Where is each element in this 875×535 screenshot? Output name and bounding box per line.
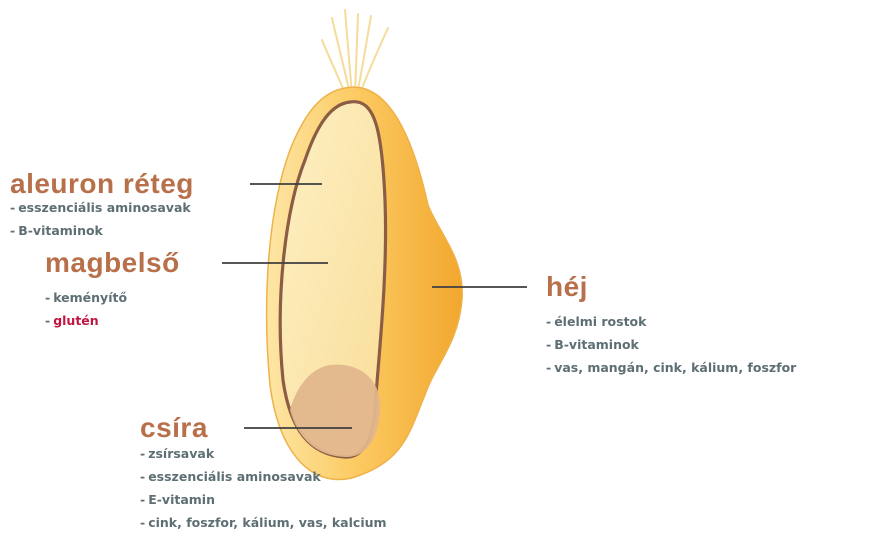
list-item: -glutén (45, 309, 127, 332)
list-item: -esszenciális aminosavak (140, 465, 387, 488)
list-item: -B-vitaminok (10, 219, 191, 242)
hej-list: -élelmi rostok -B-vitaminok -vas, mangán… (546, 310, 796, 379)
csira-list: -zsírsavak -esszenciális aminosavak -E-v… (140, 442, 387, 534)
list-item: -keményítő (45, 286, 127, 309)
bullet-dash: - (140, 492, 145, 507)
bullet-dash: - (546, 337, 551, 352)
list-item-text: cink, foszfor, kálium, vas, kalcium (148, 515, 386, 530)
brush-hairs (322, 10, 388, 96)
list-item-text: esszenciális aminosavak (18, 200, 191, 215)
list-item-text: vas, mangán, cink, kálium, foszfor (554, 360, 796, 375)
magbelso-label: magbelső (45, 249, 180, 277)
csira-label: csíra (140, 414, 208, 442)
list-item-text: keményítő (53, 290, 127, 305)
list-item: -zsírsavak (140, 442, 387, 465)
list-item: -B-vitaminok (546, 333, 796, 356)
bullet-dash: - (546, 314, 551, 329)
list-item-text: B-vitaminok (554, 337, 639, 352)
list-item: -vas, mangán, cink, kálium, foszfor (546, 356, 796, 379)
list-item: -esszenciális aminosavak (10, 196, 191, 219)
list-item-text: E-vitamin (148, 492, 215, 507)
hej-label: héj (546, 273, 588, 301)
list-item-text: élelmi rostok (554, 314, 646, 329)
list-item-text: esszenciális aminosavak (148, 469, 321, 484)
aleuron-list: -esszenciális aminosavak -B-vitaminok (10, 196, 191, 242)
bullet-dash: - (140, 446, 145, 461)
bullet-dash: - (45, 290, 50, 305)
magbelso-list: -keményítő -glutén (45, 286, 127, 332)
bullet-dash: - (10, 200, 15, 215)
list-item-text: B-vitaminok (18, 223, 103, 238)
list-item-text: zsírsavak (148, 446, 214, 461)
bullet-dash: - (546, 360, 551, 375)
list-item: -élelmi rostok (546, 310, 796, 333)
bullet-dash: - (140, 469, 145, 484)
list-item: -cink, foszfor, kálium, vas, kalcium (140, 511, 387, 534)
gluten-highlight: glutén (53, 313, 98, 328)
bullet-dash: - (10, 223, 15, 238)
list-item: -E-vitamin (140, 488, 387, 511)
aleuron-label: aleuron réteg (10, 170, 194, 198)
bullet-dash: - (45, 313, 50, 328)
bullet-dash: - (140, 515, 145, 530)
